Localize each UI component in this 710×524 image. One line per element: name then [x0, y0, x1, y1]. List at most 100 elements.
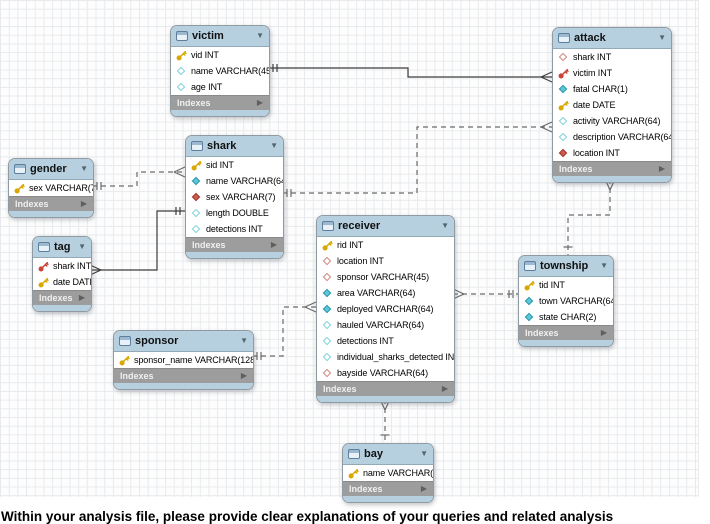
relationship-sponsor-receiver[interactable] [252, 306, 316, 357]
chevron-down-icon[interactable]: ▼ [78, 242, 86, 251]
expand-arrow-icon[interactable]: ▶ [658, 164, 665, 173]
column-victim-2[interactable]: age INT [171, 79, 269, 95]
expand-arrow-icon[interactable]: ▶ [420, 484, 427, 493]
chevron-down-icon[interactable]: ▼ [658, 33, 666, 42]
column-receiver-7[interactable]: individual_sharks_detected INT [317, 349, 454, 365]
table-receiver[interactable]: receiver▼rid INT location INT sponsor VARC… [316, 215, 455, 403]
indexes-label: Indexes [323, 384, 357, 394]
column-attack-3[interactable]: date DATE [553, 97, 671, 113]
column-victim-0[interactable]: vid INT [171, 47, 269, 63]
primary-key-icon [321, 239, 333, 251]
table-header-shark[interactable]: shark▼ [186, 136, 283, 157]
table-header-victim[interactable]: victim ▼ [171, 26, 269, 47]
indexes-label: Indexes [559, 164, 593, 174]
column-nullable-icon [175, 81, 187, 93]
primary-foreign-key-icon [557, 67, 569, 79]
cardinality-many-marker-victim-attack [540, 76, 553, 83]
column-attack-6[interactable]: location INT [553, 145, 671, 161]
column-attack-5[interactable]: description VARCHAR(64) [553, 129, 671, 145]
indexes-footer-victim[interactable]: Indexes▶ [171, 95, 269, 110]
expand-arrow-icon[interactable]: ▶ [240, 371, 247, 380]
column-township-2[interactable]: state CHAR(2) [519, 309, 613, 325]
table-icon [348, 449, 360, 459]
column-label: location INT [337, 256, 384, 266]
chevron-down-icon[interactable]: ▼ [441, 221, 449, 230]
indexes-footer-attack[interactable]: Indexes ▶ [553, 161, 671, 176]
column-sponsor-0[interactable]: sponsor_name VARCHAR(128) [114, 352, 253, 368]
column-township-1[interactable]: town VARCHAR(64) [519, 293, 613, 309]
table-header-tag[interactable]: tag▼ [33, 237, 91, 258]
column-tag-1[interactable]: date DATE [33, 274, 91, 290]
column-shark-4[interactable]: detections INT [186, 221, 283, 237]
table-header-gender[interactable]: gender▼ [9, 159, 93, 180]
clipped-caption-text: Within your analysis file, please provid… [1, 509, 614, 524]
column-gender-0[interactable]: sex VARCHAR(7) [9, 180, 93, 196]
expand-arrow-icon[interactable]: ▶ [441, 384, 448, 393]
table-gender[interactable]: gender▼sex VARCHAR(7)Indexes▶ [8, 158, 94, 218]
table-sponsor[interactable]: sponsor▼ sponsor_name VARCHAR(128) Indexes… [113, 330, 254, 390]
relationship-gender-shark[interactable] [92, 171, 185, 187]
expand-arrow-icon[interactable]: ▶ [78, 293, 85, 302]
primary-key-icon [118, 354, 130, 366]
indexes-footer-sponsor[interactable]: Indexes▶ [114, 368, 253, 383]
table-header-receiver[interactable]: receiver▼ [317, 216, 454, 237]
chevron-down-icon[interactable]: ▼ [270, 141, 278, 150]
chevron-down-icon[interactable]: ▼ [600, 261, 608, 270]
column-shark-1[interactable]: name VARCHAR(64) [186, 173, 283, 189]
column-receiver-0[interactable]: rid INT [317, 237, 454, 253]
relationship-tag-shark[interactable] [90, 210, 185, 271]
table-header-sponsor[interactable]: sponsor▼ [114, 331, 253, 352]
column-label: vid INT [191, 50, 219, 60]
relationship-shark-attack[interactable] [282, 126, 552, 194]
column-shark-2[interactable]: sex VARCHAR(7) [186, 189, 283, 205]
column-shark-0[interactable]: sid INT [186, 157, 283, 173]
indexes-footer-receiver[interactable]: Indexes ▶ [317, 381, 454, 396]
expand-arrow-icon[interactable]: ▶ [270, 240, 277, 249]
chevron-down-icon[interactable]: ▼ [256, 31, 264, 40]
chevron-down-icon[interactable]: ▼ [80, 164, 88, 173]
column-receiver-5[interactable]: hauled VARCHAR(64) [317, 317, 454, 333]
chevron-down-icon[interactable]: ▼ [420, 449, 428, 458]
column-receiver-4[interactable]: deployed VARCHAR(64) [317, 301, 454, 317]
table-header-township[interactable]: township▼ [519, 256, 613, 277]
column-receiver-6[interactable]: detections INT [317, 333, 454, 349]
table-bottom-strip [114, 383, 253, 389]
table-header-attack[interactable]: attack▼ [553, 28, 671, 49]
expand-arrow-icon[interactable]: ▶ [256, 98, 263, 107]
column-attack-2[interactable]: fatal CHAR(1) [553, 81, 671, 97]
column-receiver-3[interactable]: area VARCHAR(64) [317, 285, 454, 301]
indexes-footer-township[interactable]: Indexes▶ [519, 325, 613, 340]
relationship-attack-township[interactable] [567, 179, 611, 255]
column-label: sponsor_name VARCHAR(128) [134, 355, 254, 365]
relationship-victim-attack[interactable] [268, 67, 552, 78]
table-bay[interactable]: bay▼name VARCHAR(64)Indexes▶ [342, 443, 434, 503]
table-bottom-strip [317, 396, 454, 402]
table-header-bay[interactable]: bay▼ [343, 444, 433, 465]
column-receiver-2[interactable]: sponsor VARCHAR(45) [317, 269, 454, 285]
column-township-0[interactable]: tid INT [519, 277, 613, 293]
indexes-footer-tag[interactable]: Indexes▶ [33, 290, 91, 305]
column-receiver-8[interactable]: bayside VARCHAR(64) [317, 365, 454, 381]
chevron-down-icon[interactable]: ▼ [240, 336, 248, 345]
column-label: length DOUBLE [206, 208, 269, 218]
column-attack-1[interactable]: victim INT [553, 65, 671, 81]
table-title: victim [192, 30, 224, 42]
column-receiver-1[interactable]: location INT [317, 253, 454, 269]
column-bay-0[interactable]: name VARCHAR(64) [343, 465, 433, 481]
expand-arrow-icon[interactable]: ▶ [600, 328, 607, 337]
column-shark-3[interactable]: length DOUBLE [186, 205, 283, 221]
column-attack-4[interactable]: activity VARCHAR(64) [553, 113, 671, 129]
column-victim-1[interactable]: name VARCHAR(45) [171, 63, 269, 79]
indexes-footer-gender[interactable]: Indexes▶ [9, 196, 93, 211]
column-attack-0[interactable]: shark INT [553, 49, 671, 65]
column-tag-0[interactable]: shark INT [33, 258, 91, 274]
expand-arrow-icon[interactable]: ▶ [80, 199, 87, 208]
indexes-footer-bay[interactable]: Indexes▶ [343, 481, 433, 496]
primary-key-icon [190, 159, 202, 171]
indexes-footer-shark[interactable]: Indexes▶ [186, 237, 283, 252]
